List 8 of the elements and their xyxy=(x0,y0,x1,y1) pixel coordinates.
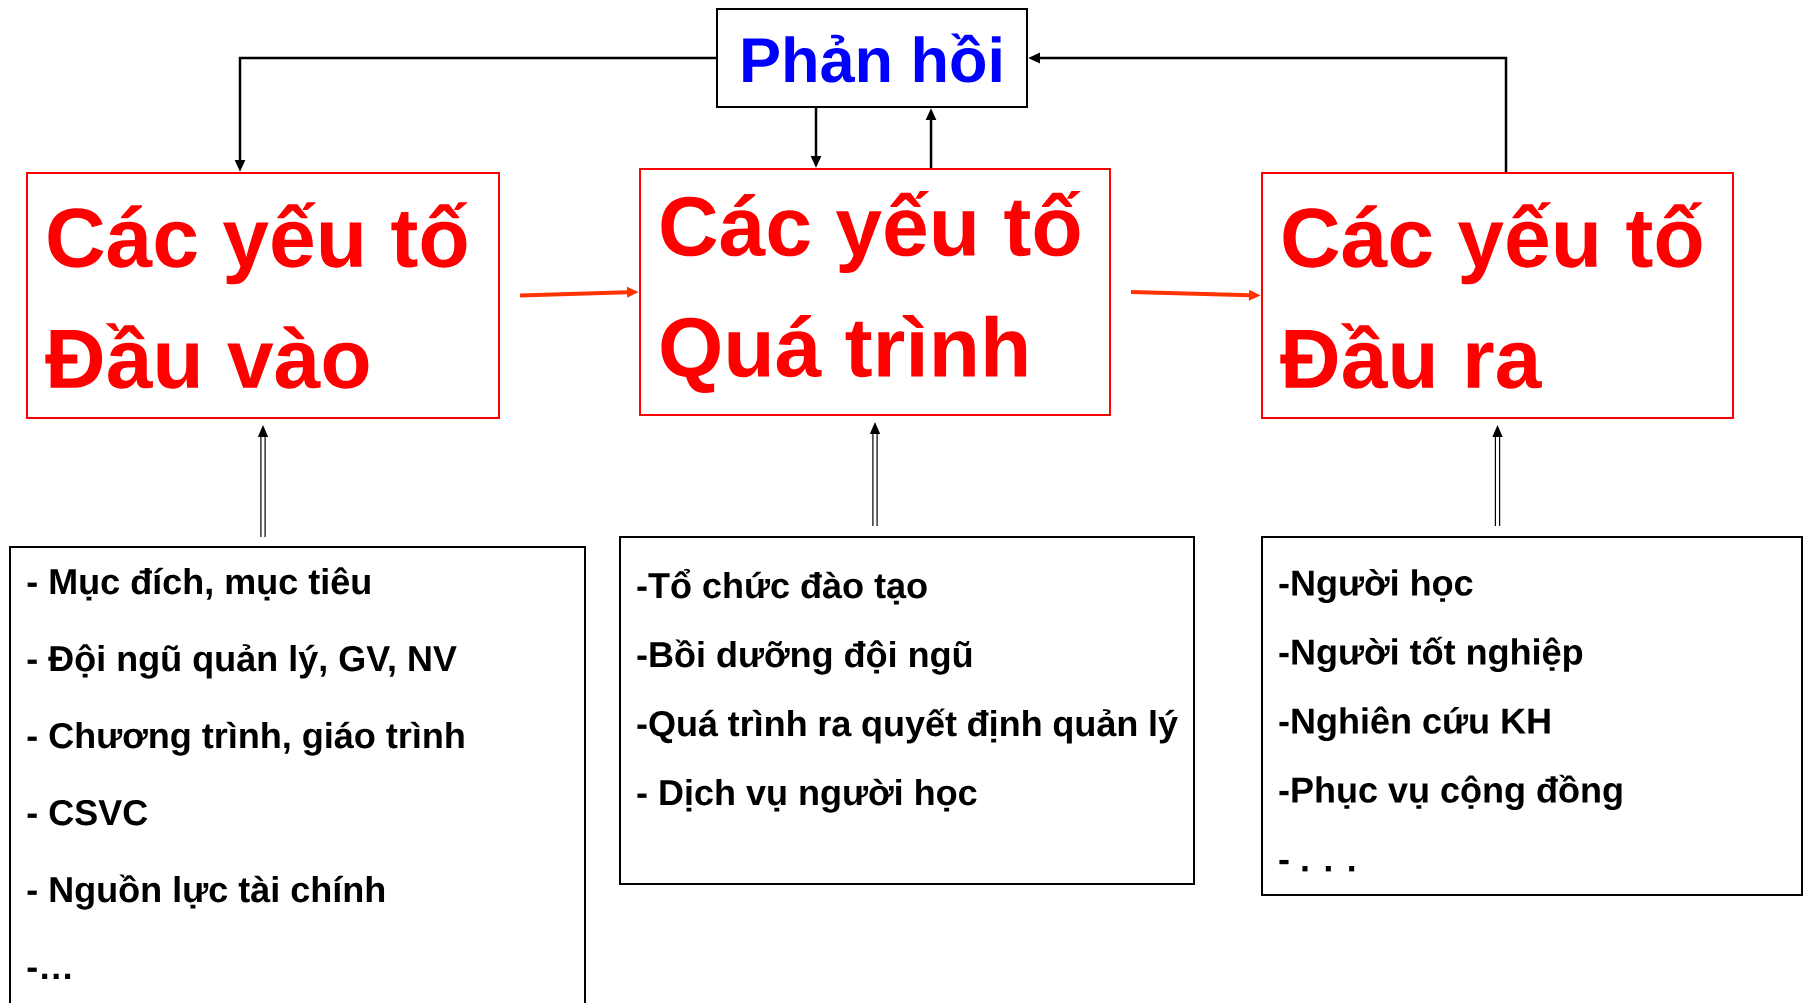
stage-box: Các yếu tố Quá trình xyxy=(639,168,1111,416)
feedback-box: Phản hồi xyxy=(716,8,1028,108)
list-box: -Tổ chức đào tạo -Bồi dưỡng đội ngũ -Quá trình ra quyết định quản lý - Dịch vụ người học xyxy=(619,536,1195,885)
stage-box: Các yếu tố Đầu ra xyxy=(1261,172,1734,419)
stage-box: Các yếu tố Đầu vào xyxy=(26,172,500,419)
double-arrow xyxy=(1492,425,1503,526)
list-box: - Mục đích, mục tiêu - Đội ngũ quản lý, GV, NV - Chương trình, giáo trình - CSVC - Nguồn lực tài chính -… xyxy=(9,546,586,1003)
list-box: -Người học -Người tốt nghiệp -Nghiên cứu KH -Phục vụ cộng đồng - . . . xyxy=(1261,536,1803,896)
